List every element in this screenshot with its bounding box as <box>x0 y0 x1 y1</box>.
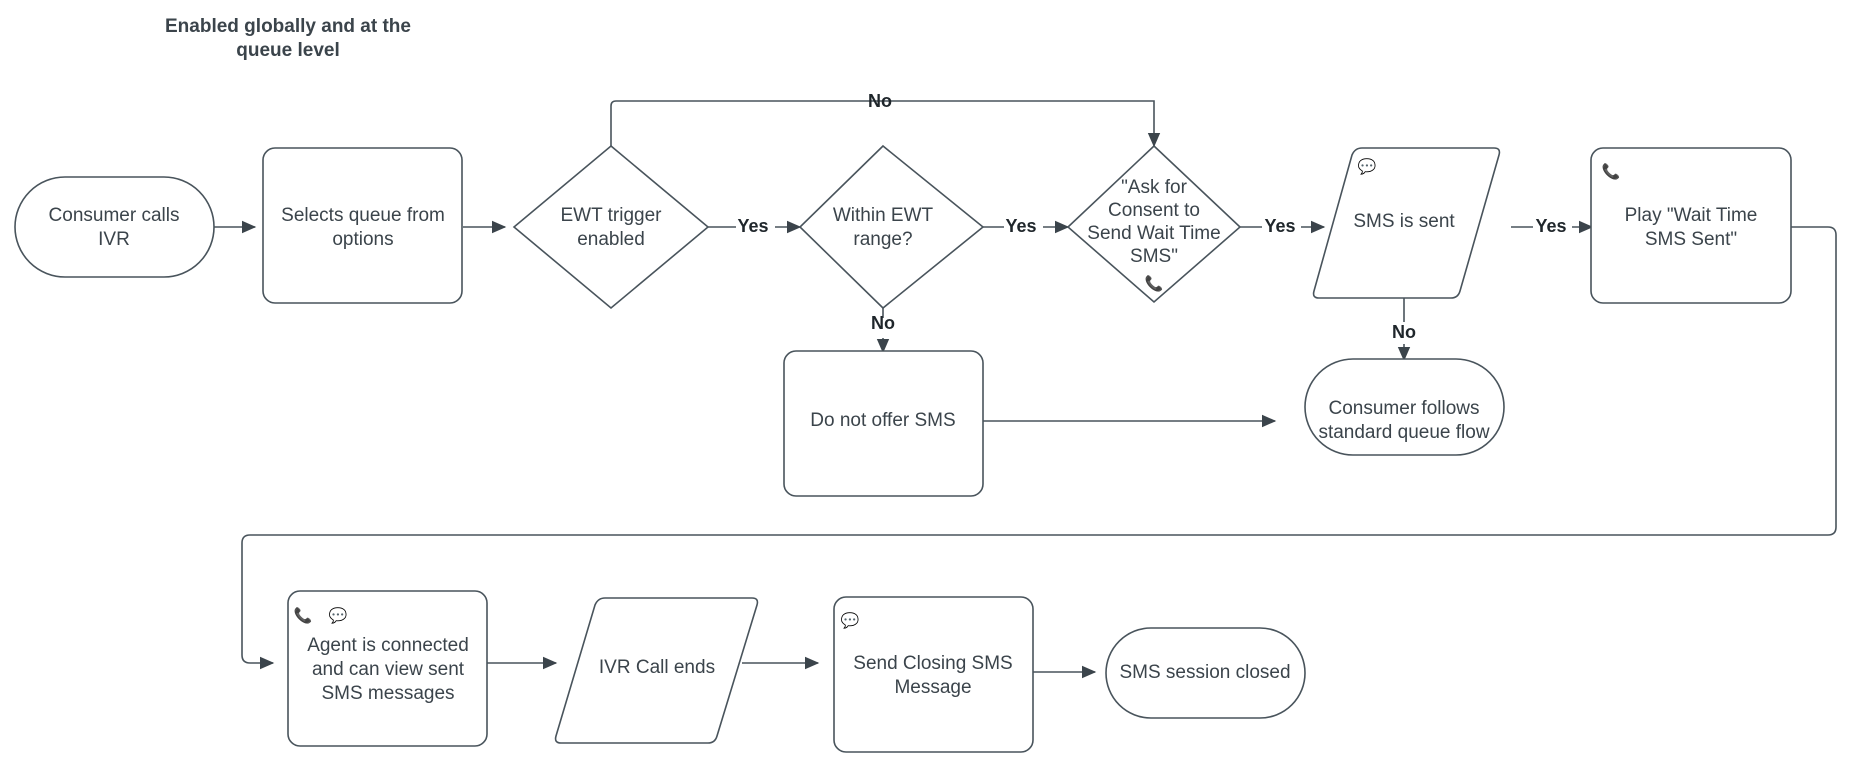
selects-queue-label-line1: Selects queue from <box>281 205 445 226</box>
phone-icon: 📞 <box>294 606 313 625</box>
node-sms-is-sent[interactable]: 💬 SMS is sent <box>1312 147 1501 299</box>
play-wait-time-label-line2: SMS Sent" <box>1645 229 1737 250</box>
ask-for-consent-label-line4: SMS" <box>1130 246 1178 267</box>
consumer-follows-shape[interactable] <box>1304 358 1505 456</box>
phone-icon: 📞 <box>1145 274 1164 293</box>
edge-label-range-no: No <box>871 313 895 333</box>
play-wait-time-shape[interactable] <box>1590 147 1792 304</box>
sms-session-closed-label-line1: SMS session closed <box>1119 662 1290 683</box>
consumer-calls-ivr-shape[interactable] <box>14 176 215 278</box>
edge-label-ewt-no: No <box>868 91 892 111</box>
edge-play-to-agent <box>241 226 1837 670</box>
agent-connected-label-line2: and can view sent <box>312 659 465 680</box>
chat-icon: 💬 <box>329 607 348 625</box>
consumer-calls-ivr-label-line2: IVR <box>98 229 130 250</box>
consumer-calls-ivr-label-line1: Consumer calls <box>49 205 180 226</box>
node-ask-for-consent[interactable]: "Ask for Consent to Send Wait Time SMS" … <box>1066 144 1242 304</box>
node-consumer-follows[interactable]: Consumer follows standard queue flow <box>1304 358 1505 456</box>
edges-layer: No Yes Yes No Yes Yes No <box>214 91 1837 679</box>
node-consumer-calls-ivr[interactable]: Consumer calls IVR <box>14 176 215 278</box>
node-play-wait-time[interactable]: 📞 Play "Wait Time SMS Sent" <box>1590 147 1792 304</box>
node-within-ewt-range[interactable]: Within EWT range? <box>798 144 985 310</box>
within-ewt-range-label-line1: Within EWT <box>833 205 934 226</box>
diagram-title-line2: queue level <box>236 40 340 61</box>
ivr-call-ends-shape[interactable] <box>554 597 759 744</box>
chat-icon: 💬 <box>841 612 860 630</box>
edge-label-consent-yes: Yes <box>1264 216 1295 236</box>
ask-for-consent-label-line1: "Ask for <box>1121 177 1188 198</box>
agent-connected-shape[interactable] <box>287 590 488 747</box>
selects-queue-shape[interactable] <box>262 147 463 304</box>
node-sms-session-closed[interactable]: SMS session closed <box>1105 627 1306 719</box>
sms-session-closed-shape[interactable] <box>1105 627 1306 719</box>
node-ivr-call-ends[interactable]: IVR Call ends <box>554 597 759 744</box>
send-closing-sms-shape[interactable] <box>833 596 1034 753</box>
within-ewt-range-label-line2: range? <box>853 229 912 250</box>
ask-for-consent-label-line3: Send Wait Time <box>1087 223 1220 244</box>
diagram-title: Enabled globally and at the queue level <box>165 16 411 61</box>
consumer-follows-label-line2: standard queue flow <box>1318 422 1489 443</box>
selects-queue-label-line2: options <box>332 229 393 250</box>
agent-connected-label-line1: Agent is connected <box>307 635 469 656</box>
edge-label-smssent-yes: Yes <box>1535 216 1566 236</box>
diagram-title-line1: Enabled globally and at the <box>165 16 411 37</box>
chat-icon: 💬 <box>1358 158 1377 176</box>
ewt-trigger-shape[interactable] <box>512 144 710 310</box>
edge-label-ewt-yes: Yes <box>737 216 768 236</box>
edge-ewt-no-to-consent <box>610 100 1161 148</box>
play-wait-time-label-line1: Play "Wait Time <box>1625 205 1758 226</box>
node-do-not-offer-sms[interactable]: Do not offer SMS <box>783 350 984 497</box>
ask-for-consent-label-line2: Consent to <box>1108 200 1200 221</box>
sms-is-sent-shape[interactable] <box>1312 147 1501 299</box>
phone-icon: 📞 <box>1602 162 1621 181</box>
ivr-call-ends-label-line1: IVR Call ends <box>599 657 715 678</box>
within-ewt-range-shape[interactable] <box>798 144 985 310</box>
edge-label-smssent-no: No <box>1392 322 1416 342</box>
node-send-closing-sms[interactable]: 💬 Send Closing SMS Message <box>833 596 1034 753</box>
ask-for-consent-shape[interactable] <box>1066 144 1242 304</box>
do-not-offer-sms-shape[interactable] <box>783 350 984 497</box>
consumer-follows-label-line1: Consumer follows <box>1329 398 1480 419</box>
node-ewt-trigger[interactable]: EWT trigger enabled <box>512 144 710 310</box>
agent-connected-label-line3: SMS messages <box>321 683 454 704</box>
sms-is-sent-label-line1: SMS is sent <box>1353 211 1455 232</box>
node-selects-queue[interactable]: Selects queue from options <box>262 147 463 304</box>
node-agent-connected[interactable]: 📞 💬 Agent is connected and can view sent… <box>287 590 488 747</box>
send-closing-sms-label-line2: Message <box>894 677 971 698</box>
ewt-trigger-label-line2: enabled <box>577 229 645 250</box>
send-closing-sms-label-line1: Send Closing SMS <box>853 653 1012 674</box>
do-not-offer-sms-label-line1: Do not offer SMS <box>810 410 955 431</box>
ewt-trigger-label-line1: EWT trigger <box>560 205 662 226</box>
edge-label-range-yes: Yes <box>1005 216 1036 236</box>
